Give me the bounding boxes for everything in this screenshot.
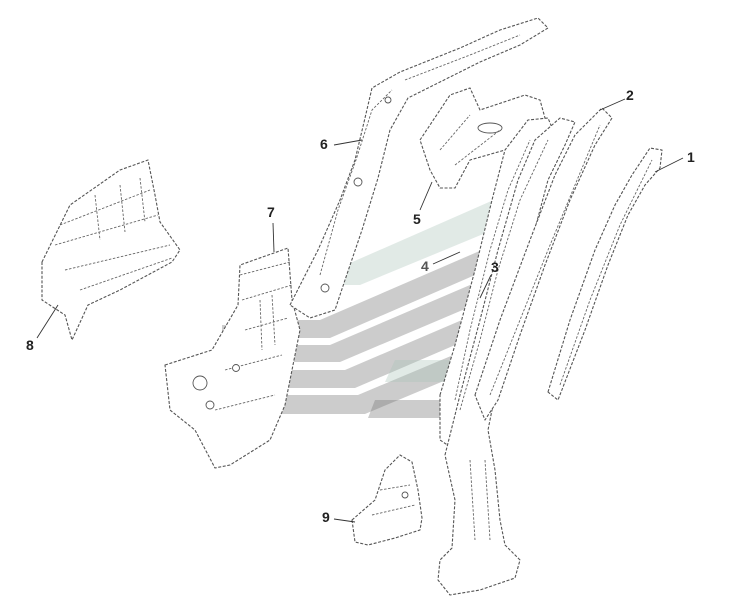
callout-4: 4 (421, 258, 429, 274)
part-detail (54, 189, 173, 291)
part-detail (371, 484, 416, 516)
part-8-cowl-side-panel (41, 159, 181, 341)
mount-hole (477, 122, 503, 134)
leader-lines (36, 98, 684, 523)
callout-3: 3 (491, 259, 499, 275)
mount-hole (384, 96, 392, 104)
leader-line-4 (432, 251, 461, 265)
leader-line-6 (333, 139, 363, 146)
part-detail (404, 34, 521, 81)
part-2-outer-rail-strip (474, 107, 613, 421)
watermark-stripe (268, 348, 470, 414)
mount-hole (353, 177, 363, 187)
part-outline (41, 159, 181, 341)
callout-2: 2 (626, 87, 634, 103)
leader-line-3 (479, 274, 492, 299)
mount-hole (205, 400, 215, 410)
part-detail (214, 261, 293, 411)
part-detail (559, 159, 653, 386)
part-detail (94, 177, 146, 241)
mount-hole (232, 364, 240, 372)
part-detail (459, 139, 549, 411)
callout-5: 5 (413, 211, 421, 227)
part-detail (439, 114, 501, 166)
part-1-thin-rail (547, 147, 663, 401)
leader-line-7 (272, 222, 275, 253)
part-outline (474, 107, 613, 421)
mount-hole (192, 375, 208, 391)
part-detail (489, 124, 601, 396)
watermark-stripe (368, 400, 455, 418)
leader-line-1 (654, 157, 684, 173)
part-outline (164, 247, 301, 469)
leader-line-8 (36, 304, 59, 339)
mount-hole (401, 491, 409, 499)
part-outline (289, 17, 549, 319)
callout-7: 7 (267, 204, 275, 220)
part-outline (351, 454, 423, 546)
part-detail (454, 139, 531, 401)
callout-1: 1 (687, 149, 695, 165)
part-7-hinge-pillar-reinforcement (164, 247, 301, 469)
leader-line-2 (599, 98, 626, 111)
callout-9: 9 (322, 509, 330, 525)
callout-6: 6 (320, 136, 328, 152)
part-detail (469, 459, 491, 541)
leader-line-5 (419, 181, 433, 211)
part-detail (259, 294, 276, 351)
leader-line-9 (333, 518, 356, 523)
part-6-a-pillar-upper (289, 17, 549, 319)
part-detail (319, 89, 393, 276)
part-9-lower-bracket (351, 454, 423, 546)
callout-8: 8 (26, 337, 34, 353)
mount-hole (320, 283, 330, 293)
